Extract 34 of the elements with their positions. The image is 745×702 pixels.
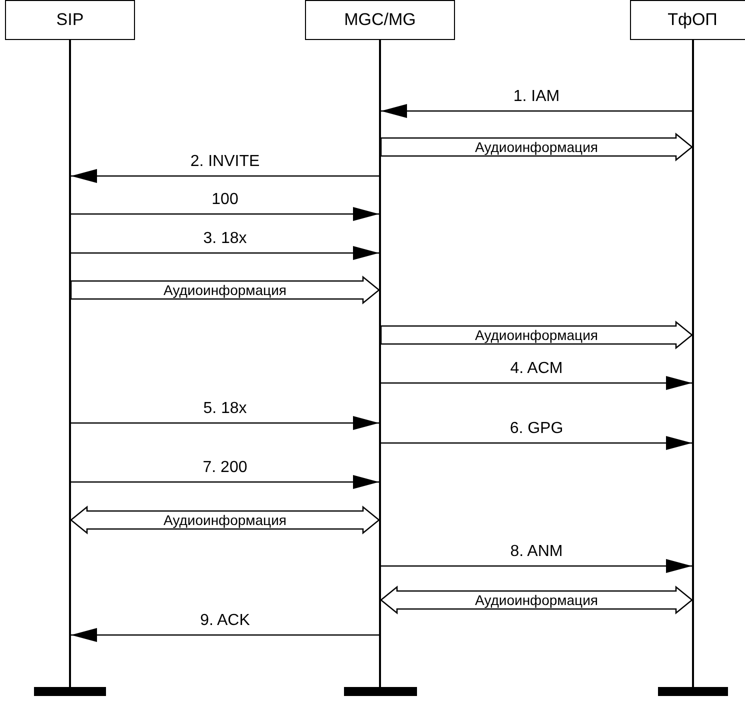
edge-label: Аудиоинформация bbox=[162, 282, 288, 298]
message-arrow bbox=[71, 416, 379, 430]
edge-label: Аудиоинформация bbox=[473, 592, 600, 608]
message-arrow bbox=[381, 436, 692, 450]
edge-label: 7. 200 bbox=[202, 459, 248, 477]
edge-label: 100 bbox=[212, 191, 238, 209]
participant-box: SIP bbox=[5, 0, 135, 40]
edge-label: 1. IAM bbox=[513, 88, 560, 106]
edge-label: 5. 18x bbox=[203, 400, 247, 418]
message-arrow bbox=[381, 559, 692, 573]
participant-box: MGC/MG bbox=[305, 0, 455, 40]
edge-label: 8. ANM bbox=[510, 543, 563, 561]
edge-label: 3. 18x bbox=[203, 230, 247, 248]
message-arrow bbox=[71, 628, 379, 642]
edge-label: Аудиоинформация bbox=[473, 328, 600, 342]
lifeline bbox=[379, 40, 381, 687]
edge-label: 2. INVITE bbox=[190, 153, 260, 171]
message-arrow bbox=[71, 246, 379, 260]
lifeline-end-bar bbox=[658, 687, 728, 696]
edge-label: Аудиоинформация bbox=[162, 512, 288, 528]
edge-label: 4. ACM bbox=[510, 360, 563, 378]
edge-label: 9. ACK bbox=[200, 612, 250, 630]
edge-label: Аудиоинформация bbox=[473, 140, 600, 154]
participant-box: ТфОП bbox=[630, 0, 745, 40]
message-arrow bbox=[381, 104, 692, 118]
lifeline-end-bar bbox=[34, 687, 106, 696]
lifeline bbox=[692, 40, 694, 687]
message-arrow bbox=[71, 207, 379, 221]
message-arrow bbox=[71, 475, 379, 489]
edge-label: 6. GPG bbox=[510, 420, 564, 438]
message-arrow bbox=[381, 376, 692, 390]
lifeline-end-bar bbox=[344, 687, 416, 696]
message-arrow bbox=[71, 169, 379, 183]
lifeline bbox=[69, 40, 71, 687]
